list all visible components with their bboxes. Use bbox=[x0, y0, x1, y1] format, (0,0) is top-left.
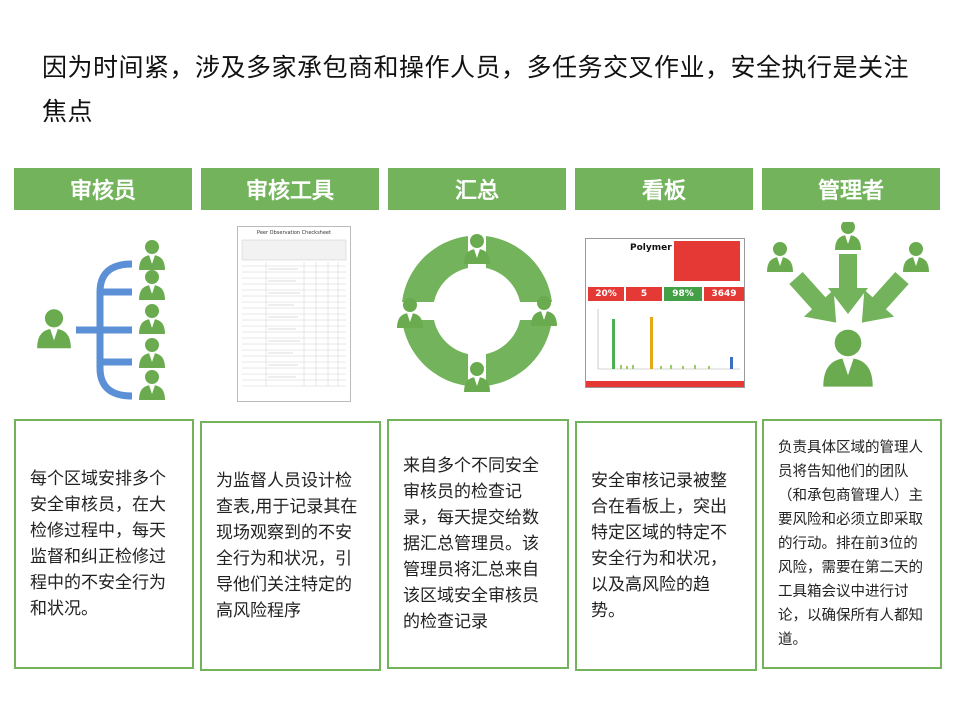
dashboard-screenshot: Polymer 20% 5 98% 3649 bbox=[585, 238, 745, 388]
header-dashboard: 看板 bbox=[575, 168, 753, 210]
kpi-2: 5 bbox=[626, 287, 662, 301]
description-summary: 来自多个不同安全审核员的检查记录，每天提交给数据汇总管理员。该管理员将汇总来自该… bbox=[387, 419, 569, 669]
kpi-4: 3649 bbox=[704, 287, 744, 301]
header-audit-tool: 审核工具 bbox=[201, 168, 379, 210]
manager-illustration bbox=[762, 220, 940, 402]
checklist-illustration: Peer Observation Checksheet bbox=[201, 222, 379, 402]
description-audit-tool: 为监督人员设计检查表,用于记录其在现场观察到的不安全行为和状况，引导他们关注特定… bbox=[200, 421, 381, 671]
checklist-grid bbox=[241, 239, 347, 387]
page-title: 因为时间紧，涉及多家承包商和操作人员，多任务交叉作业，安全执行是关注焦点 bbox=[42, 53, 910, 126]
converging-arrows-icon bbox=[767, 220, 929, 387]
auditor-illustration bbox=[14, 222, 192, 402]
checklist-document: Peer Observation Checksheet bbox=[237, 226, 351, 402]
dashboard-name: Polymer bbox=[630, 243, 672, 253]
dashboard-illustration: Polymer 20% 5 98% 3649 bbox=[575, 222, 753, 402]
header-summary: 汇总 bbox=[388, 168, 566, 210]
org-tree-icon bbox=[37, 240, 165, 400]
description-dashboard: 安全审核记录被整合在看板上，突出特定区域的特定不安全行为和状况，以及高风险的趋势… bbox=[575, 421, 757, 671]
description-manager: 负责具体区域的管理人员将告知他们的团队（和承包商管理人）主要风险和必须立即采取的… bbox=[762, 419, 942, 669]
description-auditor: 每个区域安排多个安全审核员，在大检修过程中，每天监督和纠正检修过程中的不安全行为… bbox=[14, 419, 194, 669]
dashboard-footer bbox=[586, 381, 744, 387]
checklist-title: Peer Observation Checksheet bbox=[257, 230, 331, 236]
kpi-1: 20% bbox=[588, 287, 624, 301]
cycle-ring-icon bbox=[397, 234, 557, 392]
header-auditor: 审核员 bbox=[14, 168, 192, 210]
dashboard-header-panel bbox=[674, 241, 740, 281]
kpi-3: 98% bbox=[664, 287, 702, 301]
summary-cycle-illustration bbox=[388, 222, 566, 402]
header-manager: 管理者 bbox=[762, 168, 940, 210]
dashboard-mini-chart bbox=[597, 309, 740, 370]
